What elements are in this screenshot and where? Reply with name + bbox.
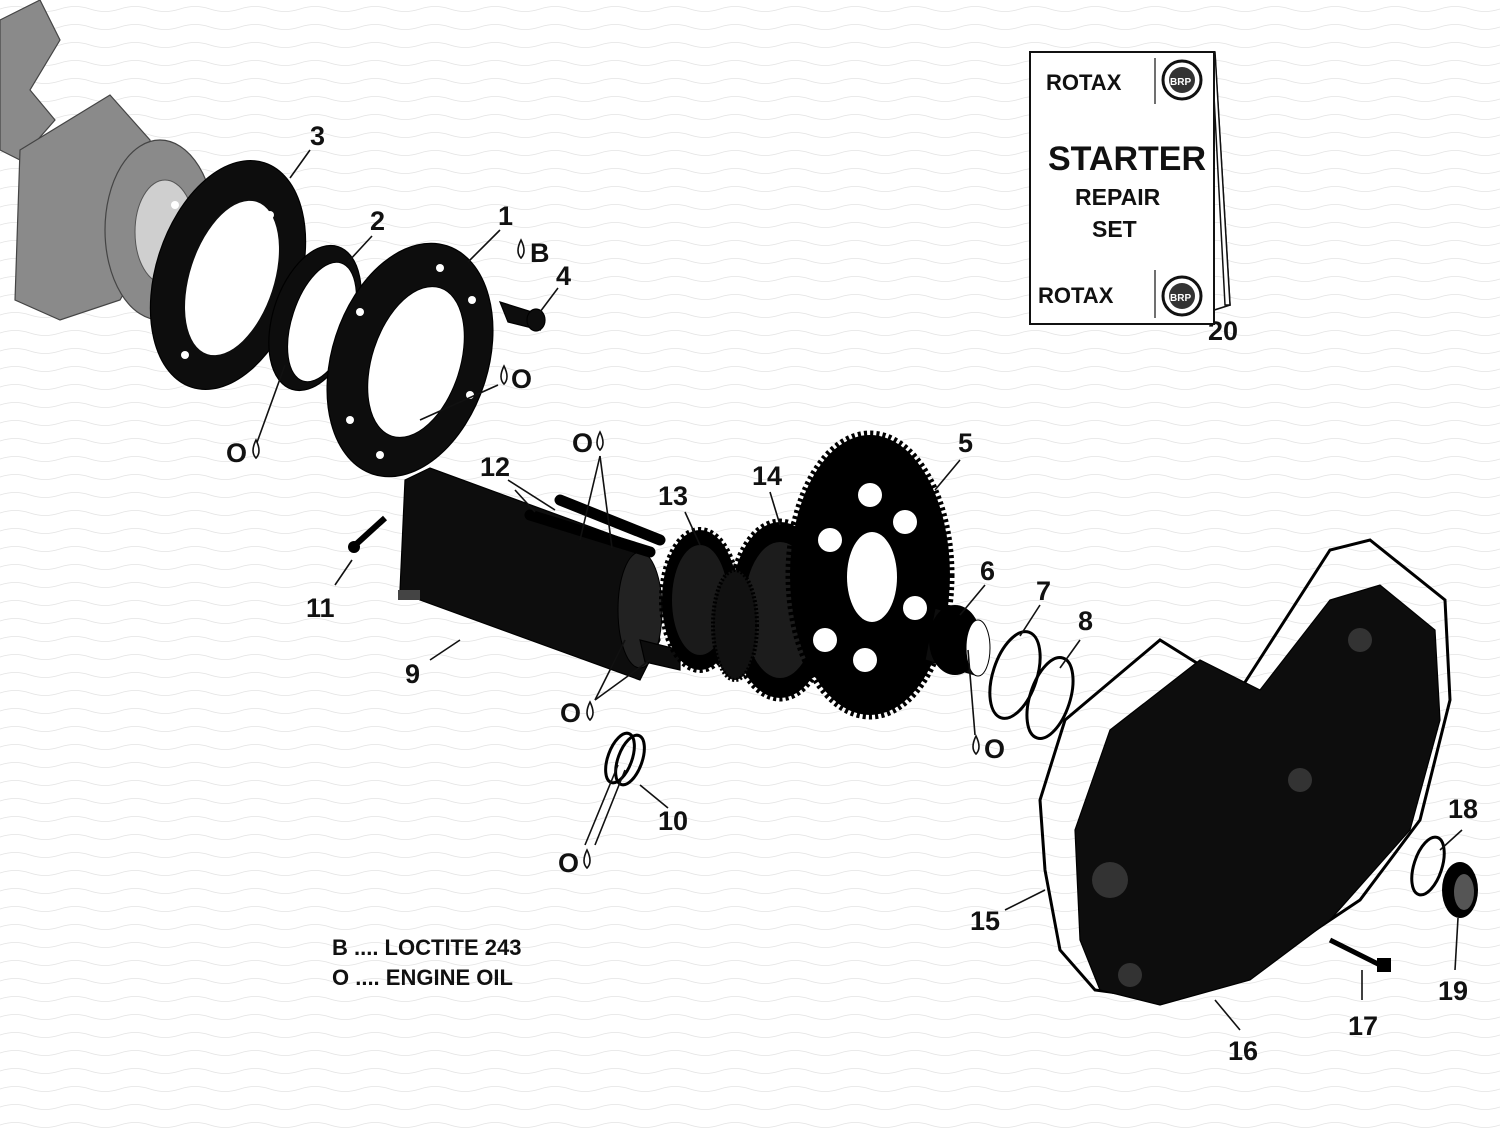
part-12-pins — [524, 494, 666, 558]
callout-16: 16 — [1228, 1036, 1258, 1066]
callout-6: 6 — [980, 556, 995, 586]
callout-11: 11 — [306, 593, 335, 623]
leader-lines — [254, 54, 1463, 1031]
part-15-gasket — [1038, 538, 1452, 1002]
brp-logo-icon: BRP — [1161, 59, 1203, 101]
callout-8: 8 — [1078, 606, 1093, 636]
callout-19: 19 — [1438, 976, 1468, 1006]
callout-1: 1 — [498, 201, 513, 231]
callout-3: 3 — [310, 121, 325, 151]
loctite-marker-4: B — [517, 238, 550, 268]
part-11-screw — [348, 515, 388, 553]
callout-18: 18 — [1448, 794, 1478, 824]
oil-code-label: O — [226, 438, 247, 468]
part-4-screw — [498, 301, 546, 332]
part-8-circlip — [1025, 656, 1075, 740]
oil-marker-6: O — [972, 734, 1005, 764]
repair-kit-brand-bottom: ROTAX — [1038, 283, 1114, 308]
callout-2: 2 — [370, 206, 385, 236]
oil-marker-9: O — [560, 698, 594, 728]
oil-marker-10: O — [558, 848, 591, 878]
callout-13: 13 — [658, 481, 688, 511]
callout-15: 15 — [970, 906, 1000, 936]
callout-9: 9 — [405, 659, 420, 689]
loctite-code-label: B — [530, 238, 550, 268]
callout-12: 12 — [480, 452, 510, 482]
oil-marker-2: O — [226, 438, 260, 468]
brp-badge-text: BRP — [1170, 293, 1191, 304]
lubrication-markers: B O O O O O O — [226, 238, 1005, 878]
oil-code-label: O — [558, 848, 579, 878]
part-19-plug — [1442, 862, 1478, 918]
part-20-starter-repair-set: ROTAX BRP STARTER REPAIR SET ROTAX BRP — [1029, 51, 1231, 325]
repair-kit-subtitle-repair: REPAIR — [1075, 184, 1161, 210]
callout-17: 17 — [1348, 1011, 1378, 1041]
oil-marker-1: O — [500, 364, 532, 394]
part-5-large-gear — [785, 430, 955, 720]
legend: B .... LOCTITE 243 O .... ENGINE OIL — [332, 935, 521, 990]
part-17-bolt — [1328, 937, 1391, 972]
legend-engine-oil: O .... ENGINE OIL — [332, 965, 513, 990]
callout-4: 4 — [556, 261, 571, 291]
callout-7: 7 — [1036, 576, 1051, 606]
oil-code-label: O — [984, 734, 1005, 764]
brp-logo-icon: BRP — [1161, 275, 1203, 317]
repair-kit-subtitle-set: SET — [1092, 216, 1137, 242]
legend-loctite: B .... LOCTITE 243 — [332, 935, 521, 960]
repair-kit-brand-top: ROTAX — [1046, 70, 1122, 95]
callout-5: 5 — [958, 428, 973, 458]
part-3-ring-gear — [149, 159, 307, 391]
repair-kit-title: STARTER — [1048, 140, 1206, 178]
oil-marker-12: O — [572, 428, 604, 458]
part-16-cover — [1074, 584, 1441, 1006]
brp-badge-text: BRP — [1170, 77, 1191, 88]
oil-code-label: O — [560, 698, 581, 728]
oil-code-label: O — [511, 364, 532, 394]
part-6-bushing — [924, 605, 991, 677]
callout-14: 14 — [752, 461, 782, 491]
part-1-plate — [326, 242, 494, 478]
callout-10: 10 — [658, 806, 688, 836]
part-18-o-ring — [1410, 835, 1446, 897]
callout-labels: 3 2 1 4 5 6 7 8 9 10 11 12 13 14 15 16 1… — [306, 121, 1478, 1066]
oil-code-label: O — [572, 428, 593, 458]
